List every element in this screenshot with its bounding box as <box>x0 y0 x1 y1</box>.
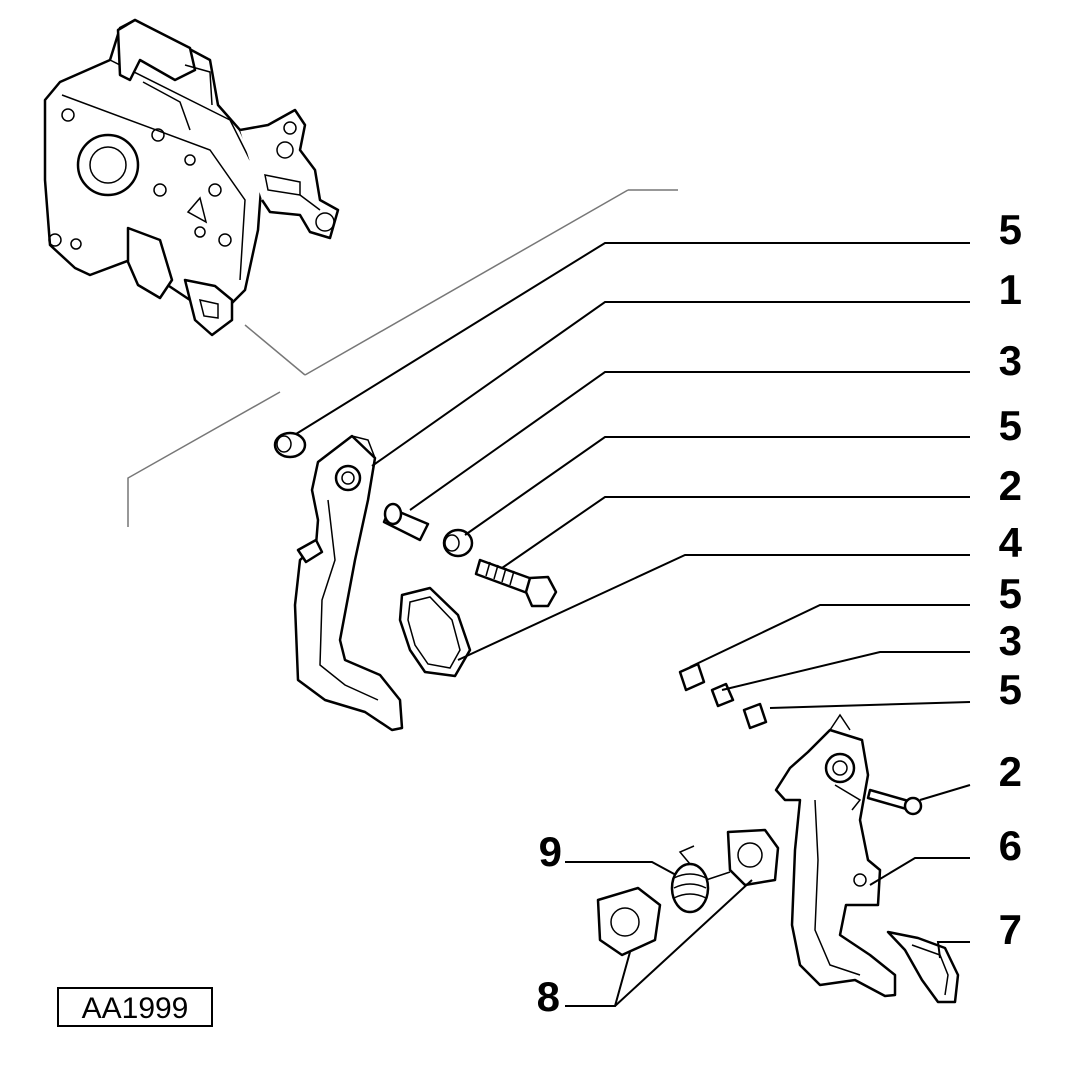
callout-label: 3 <box>999 617 1022 664</box>
callout-label: 8 <box>537 973 560 1020</box>
callout-label: 5 <box>999 666 1022 713</box>
bushing-part-5-upper <box>273 431 307 459</box>
grommet-part-8-upper <box>726 828 780 887</box>
sleeve-part-3-left <box>382 502 430 542</box>
bolt-part-2-right <box>866 788 923 816</box>
overview-assembly-illustration <box>43 18 340 337</box>
right-pedal-part-6 <box>774 713 897 998</box>
reference-code: AA1999 <box>82 992 189 1025</box>
pedal-pad-part-4 <box>398 586 472 678</box>
callout-label: 3 <box>999 337 1022 384</box>
bushing-part-5-right-a <box>678 662 706 692</box>
callout-label: 5 <box>999 570 1022 617</box>
callout-label: 1 <box>999 266 1022 313</box>
leader-lines <box>295 242 971 1007</box>
callout-label: 6 <box>999 822 1022 869</box>
callout-label: 7 <box>999 906 1022 953</box>
callout-label: 5 <box>999 206 1022 253</box>
bushing-part-5-right-b <box>742 702 768 730</box>
callout-label: 9 <box>539 828 562 875</box>
bushing-part-5-middle <box>442 528 474 558</box>
spring-part-9 <box>670 845 731 914</box>
callout-label: 4 <box>999 519 1023 566</box>
callout-label: 5 <box>999 402 1022 449</box>
bolt-part-2-left <box>474 558 558 608</box>
reference-code-box: AA1999 <box>57 987 213 1027</box>
pad-part-7 <box>886 930 960 1004</box>
callout-label: 2 <box>999 462 1022 509</box>
overview-reference-lines <box>127 189 678 527</box>
callout-numbers: 5 1 3 5 2 4 5 3 5 2 6 7 9 8 <box>537 206 1023 1020</box>
left-pedal-part-1 <box>293 434 404 732</box>
grommet-part-8-lower <box>596 886 662 957</box>
callout-label: 2 <box>999 748 1022 795</box>
